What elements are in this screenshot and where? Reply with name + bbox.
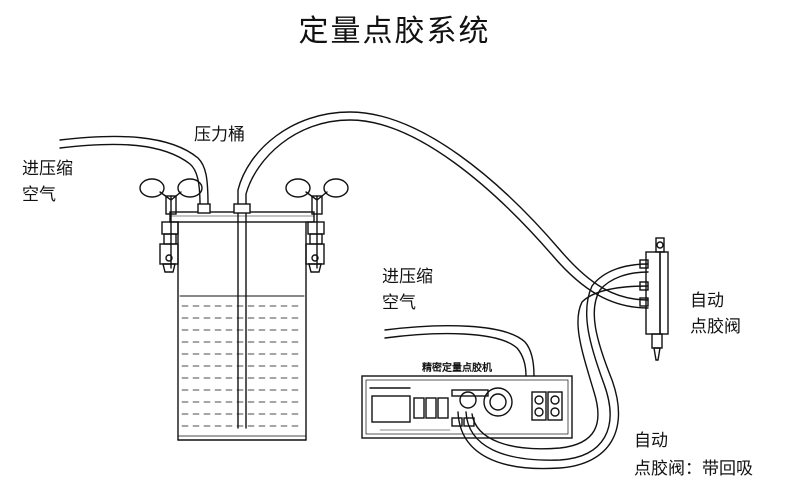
pressure-tank [169, 203, 315, 441]
auto-valve-label-line2: 点胶阀 [690, 317, 741, 337]
suckback-valve-label-line2: 点胶阀：带回吸 [634, 459, 753, 479]
suckback-valve-label-line1: 自动 [634, 431, 668, 451]
left-wing-clamp [139, 178, 203, 273]
left-air-hose [59, 135, 209, 206]
mid-air-hose [384, 325, 535, 377]
air-inlet-label-mid-line2: 空气 [382, 293, 416, 313]
right-wing-clamp [285, 178, 349, 273]
dispenser-machine-label: 精密定量点胶机 [422, 363, 492, 374]
pressure-tank-label: 压力桶 [194, 125, 245, 145]
tank-outlet-hose [237, 111, 649, 309]
precision-dispenser [361, 375, 573, 439]
machine-to-valve-hoses [457, 263, 649, 470]
air-inlet-label-left-line2: 空气 [22, 185, 56, 205]
air-inlet-label-mid-line1: 进压缩 [382, 267, 433, 287]
air-inlet-label-left-line1: 进压缩 [22, 159, 73, 179]
diagram-title: 定量点胶系统 [298, 14, 491, 49]
auto-valve-label-line1: 自动 [690, 291, 724, 311]
auto-dispensing-valve [639, 237, 669, 361]
